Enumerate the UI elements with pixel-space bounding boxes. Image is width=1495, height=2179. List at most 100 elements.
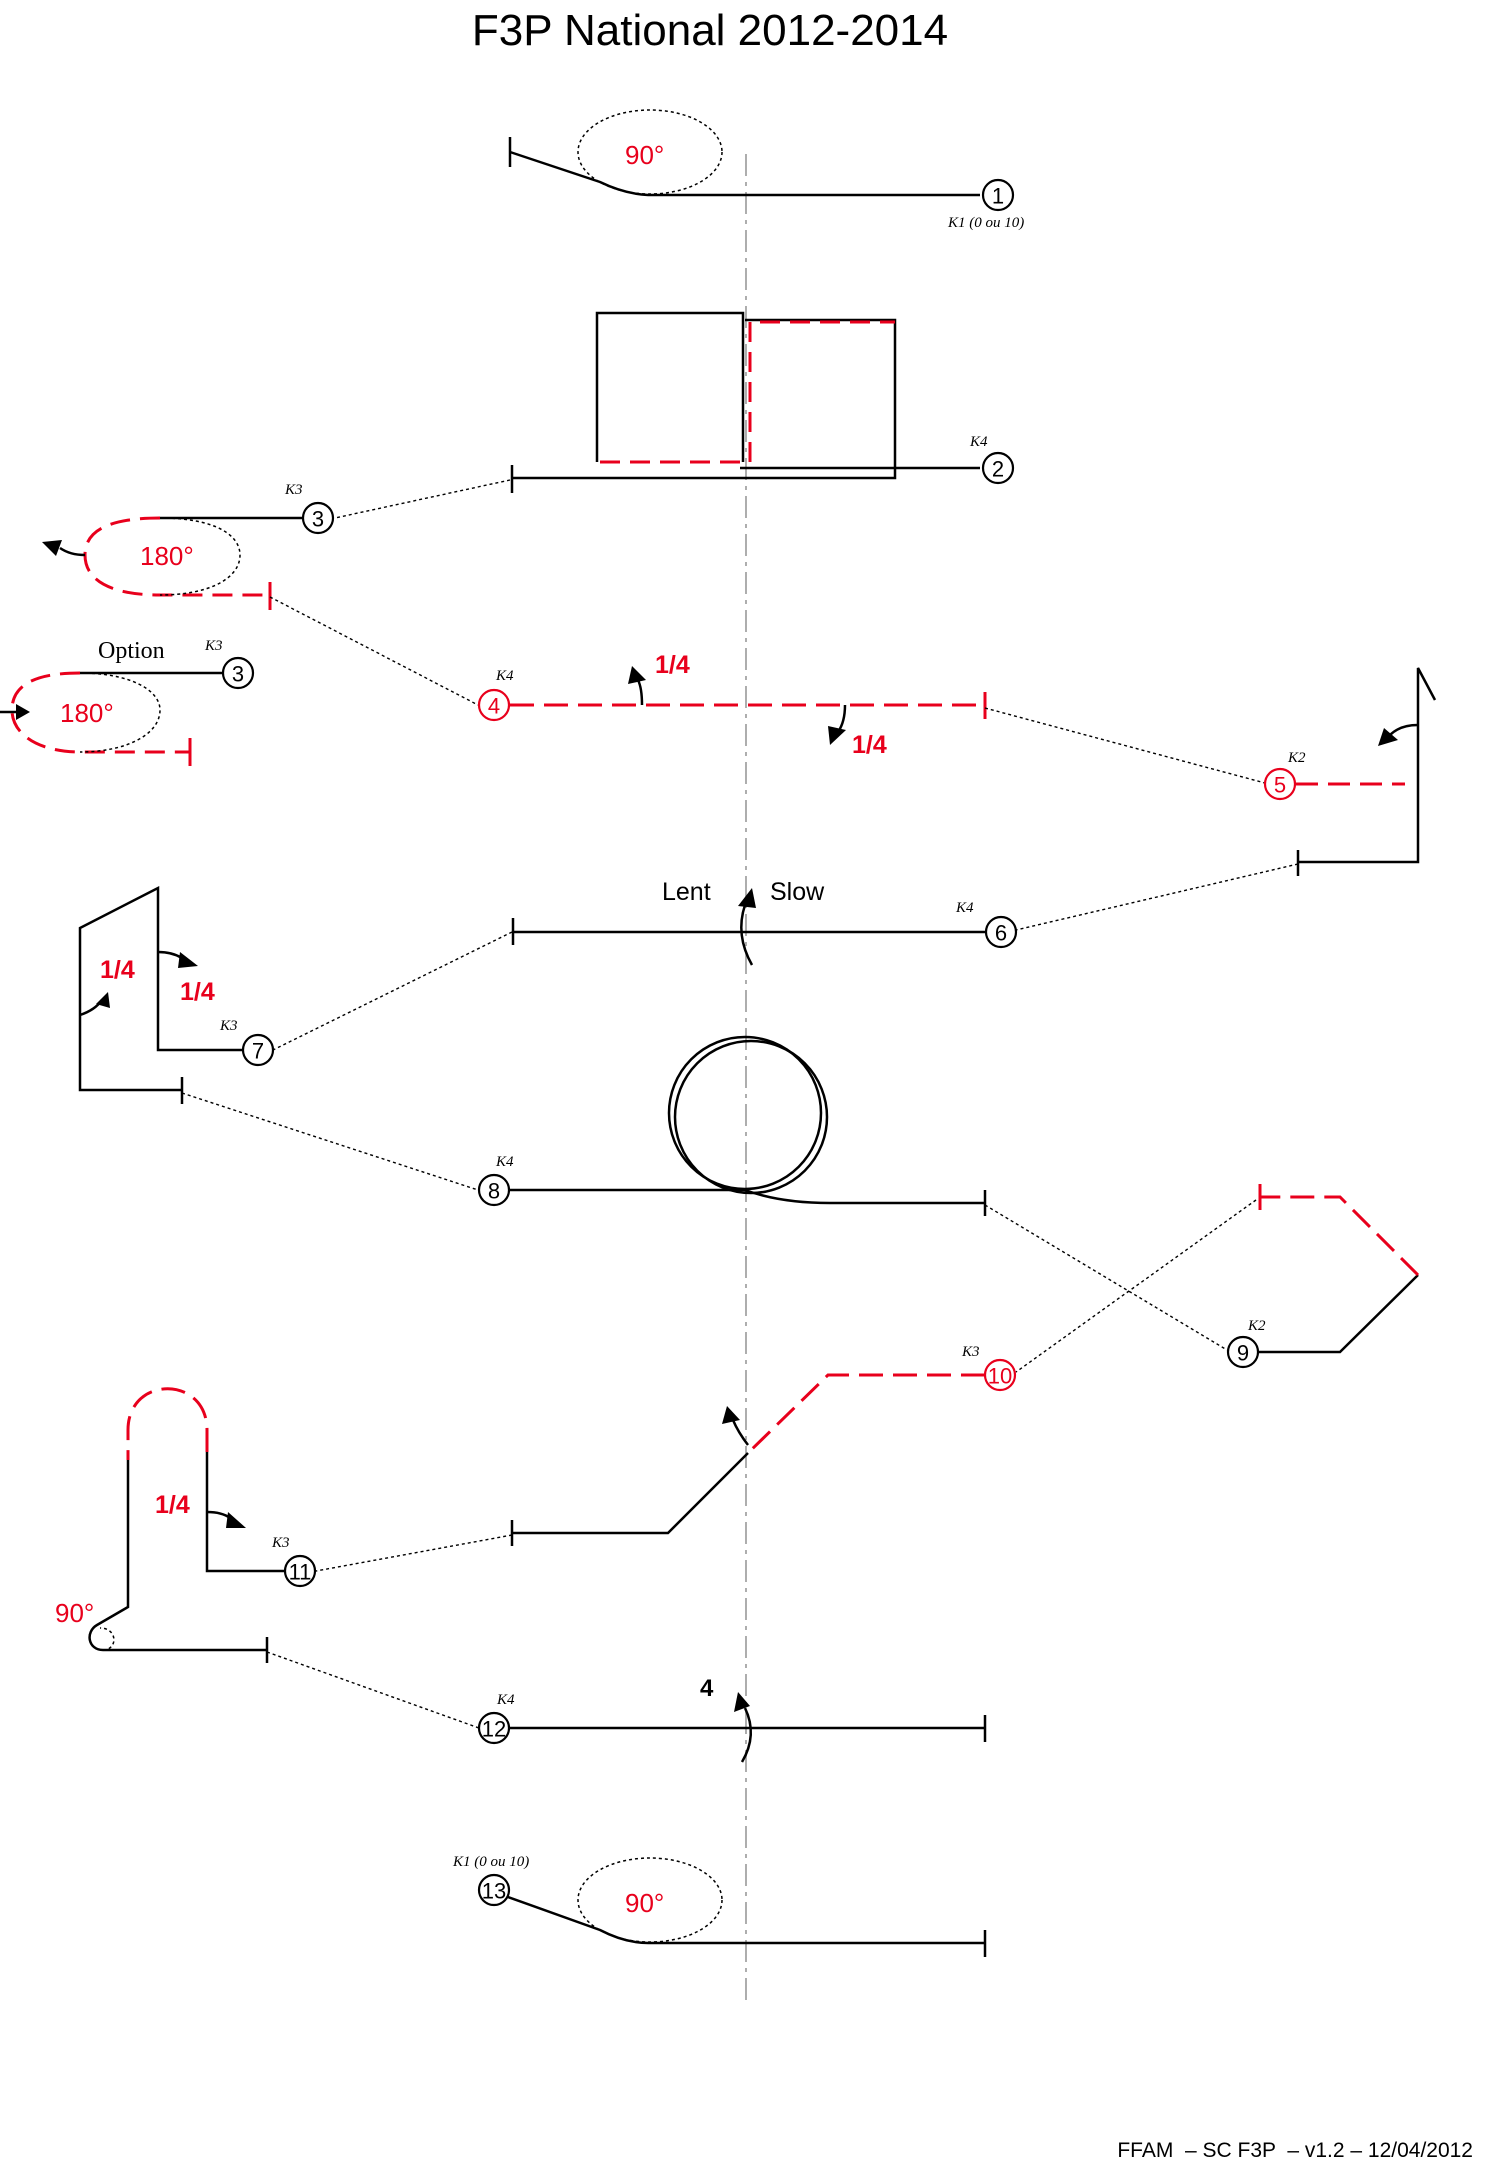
vertical-figure — [1298, 667, 1437, 864]
maneuver-9: 9 K2 — [1226, 1184, 1420, 1369]
connector — [1015, 863, 1299, 931]
maneuver-number: 6 — [995, 921, 1007, 946]
maneuver-12: 12 K4 4 — [477, 1675, 987, 1763]
maneuver-number: 13 — [482, 1879, 506, 1904]
maneuver-number: 7 — [252, 1039, 264, 1064]
maneuver-number: 8 — [488, 1179, 500, 1204]
turn-90-ellipse — [577, 1857, 723, 1943]
rolls-count-label: 4 — [700, 1675, 714, 1702]
slow-label: Slow — [770, 878, 825, 906]
turn-90-label: 90° — [625, 1888, 664, 1918]
maneuver-3-option: Option K3 3 180° — [0, 638, 255, 766]
maneuver-2: 2 K4 — [510, 311, 1015, 493]
climb-line — [1259, 1274, 1419, 1354]
roll-arrow — [206, 1510, 231, 1520]
maneuver-number: 2 — [992, 457, 1004, 482]
maneuver-8: 8 K4 — [477, 1035, 987, 1216]
quarter-roll-label: 1/4 — [155, 1491, 190, 1519]
k-factor: K4 — [955, 900, 974, 916]
k-factor: K3 — [271, 1535, 290, 1551]
quarter-roll-label: 1/4 — [655, 651, 690, 679]
turn-180-red — [83, 516, 270, 597]
figure-outline — [78, 885, 242, 1092]
red-path — [746, 1373, 985, 1455]
k-factor: K3 — [204, 638, 223, 654]
k-factor: K3 — [961, 1344, 980, 1360]
diagram-title: F3P National 2012-2014 — [471, 6, 949, 55]
maneuver-number: 9 — [1237, 1341, 1249, 1366]
k-factor: K4 — [495, 668, 514, 684]
option-label: Option — [98, 638, 165, 664]
connector — [181, 1092, 479, 1191]
footer-credits: FFAM – SC F3P – v1.2 – 12/04/2012 — [1117, 2139, 1473, 2162]
roll-arrow-up — [636, 679, 644, 706]
arrow-head-icon — [226, 1512, 246, 1528]
turn-90-dotted — [99, 1627, 115, 1651]
k-factor: K2 — [1287, 750, 1306, 766]
arrow-head-icon — [16, 704, 30, 720]
turn-90-label: 90° — [55, 1598, 94, 1628]
turn-180-dotted — [159, 517, 241, 596]
connector — [984, 707, 1266, 784]
turn-180-dotted — [79, 672, 161, 753]
turn-arrow — [59, 546, 86, 557]
turn-180-label: 180° — [60, 698, 114, 728]
connector — [315, 1534, 513, 1572]
red-path — [1260, 1195, 1420, 1277]
turn-180-label: 180° — [140, 541, 194, 571]
descent-line — [509, 150, 980, 197]
maneuver-6: 6 K4 Lent Slow — [511, 878, 1018, 966]
connector — [266, 1651, 480, 1729]
arrow-head-icon — [722, 1406, 740, 1424]
arrow-head-icon — [42, 540, 62, 556]
arrow-head-icon — [828, 726, 846, 745]
maneuver-number: 3 — [312, 507, 324, 532]
k-factor: K4 — [969, 434, 988, 450]
slow-roll-arrow — [740, 904, 754, 966]
square-loop-red — [600, 320, 895, 464]
maneuver-7: 7 K3 1/4 1/4 — [78, 885, 275, 1104]
k-factor: K4 — [495, 1154, 514, 1170]
red-loop — [126, 1387, 209, 1460]
figure-line — [205, 1452, 285, 1573]
maneuver-number: 3 — [232, 662, 244, 687]
lent-label: Lent — [662, 878, 711, 906]
maneuver-1: 90° 1 K1 (0 ou 10) — [508, 109, 1024, 231]
figure-line — [88, 1460, 267, 1652]
k-factor: K3 — [219, 1018, 238, 1034]
connector — [1015, 1199, 1257, 1373]
maneuver-number: 10 — [988, 1364, 1012, 1389]
quarter-roll-label: 1/4 — [100, 956, 135, 984]
roll-arrow — [740, 1707, 752, 1763]
turn-90-ellipse — [577, 109, 723, 195]
quarter-roll-label: 1/4 — [180, 978, 215, 1006]
turn-90-label: 90° — [625, 140, 664, 170]
maneuver-number-circle — [981, 178, 1015, 212]
loop-circle — [667, 1035, 823, 1191]
roll-arrow-down — [836, 704, 847, 733]
arrow-head-icon — [96, 992, 110, 1008]
quarter-roll-label: 1/4 — [852, 731, 887, 759]
maneuver-number: 1 — [992, 184, 1004, 209]
maneuver-number: 12 — [482, 1717, 506, 1742]
maneuver-11: 11 K3 90° 1/4 — [55, 1387, 317, 1663]
maneuver-3: 3 K3 180° — [42, 482, 335, 610]
connector — [334, 479, 511, 519]
square-loop-black-left — [595, 311, 745, 462]
k-factor: K1 (0 ou 10) — [452, 1854, 529, 1870]
maneuver-10: 10 K3 — [510, 1344, 1017, 1546]
connector — [272, 931, 513, 1051]
arrow-head-icon — [738, 888, 756, 908]
k-factor: K3 — [284, 482, 303, 498]
arrow-head-icon — [734, 1692, 750, 1712]
connector — [269, 596, 479, 706]
square-loop-black — [512, 318, 980, 480]
maneuver-5: 5 K2 — [1263, 667, 1437, 876]
k-factor: K1 (0 ou 10) — [947, 215, 1024, 231]
connector — [984, 1204, 1228, 1351]
maneuver-4: 4 K4 1/4 1/4 — [477, 651, 987, 759]
maneuver-number: 11 — [289, 1560, 312, 1585]
k-factor: K4 — [496, 1692, 515, 1708]
arrow-head-icon — [178, 952, 198, 968]
